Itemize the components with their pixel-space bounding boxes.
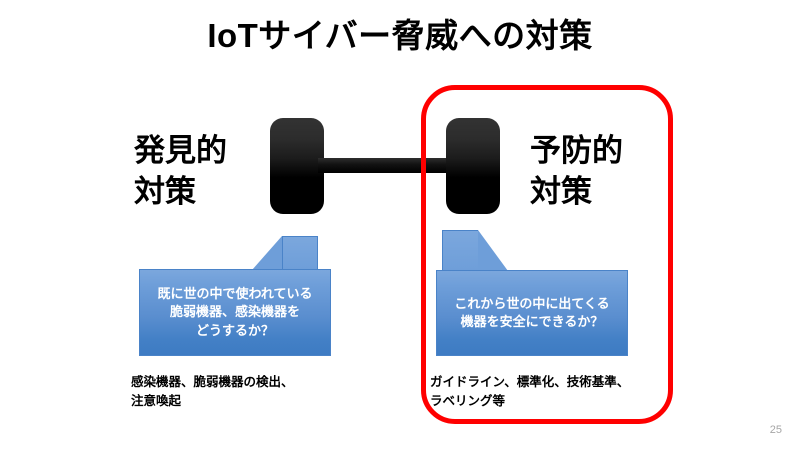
red-highlight-rectangle: [421, 85, 673, 424]
callout-tail-right: [478, 230, 508, 271]
heading-detective-countermeasures: 発見的 対策: [134, 133, 227, 209]
caption-detective: 感染機器、脆弱機器の検出、 注意喚起: [131, 375, 294, 409]
dumbbell-icon: [270, 118, 500, 214]
callout-preventive: これから世の中に出てくる 機器を安全にできるか？: [436, 230, 628, 356]
callout-tail-left: [252, 236, 282, 270]
callout-tail-fill-right: [442, 230, 478, 271]
callout-text-detective: 既に世の中で使われている 脆弱機器、感染機器を どうするか？: [157, 285, 313, 338]
caption-preventive: ガイドライン、標準化、技術基準、 ラベリング等: [430, 375, 630, 409]
callout-text-preventive: これから世の中に出てくる 機器を安全にできるか？: [454, 295, 610, 329]
heading-preventive-countermeasures: 予防的 対策: [530, 133, 623, 209]
dumbbell-weight-right: [446, 118, 500, 214]
page-number: 25: [769, 424, 782, 436]
page-title: IoTサイバー脅威への対策: [207, 17, 593, 54]
dumbbell-weight-left: [270, 118, 324, 214]
callout-body-detective: 既に世の中で使われている 脆弱機器、感染機器を どうするか？: [139, 269, 331, 356]
dumbbell-bar: [318, 158, 454, 173]
callout-detective: 既に世の中で使われている 脆弱機器、感染機器を どうするか？: [139, 236, 331, 356]
callout-body-preventive: これから世の中に出てくる 機器を安全にできるか？: [436, 270, 628, 356]
callout-tail-fill-left: [282, 236, 318, 270]
